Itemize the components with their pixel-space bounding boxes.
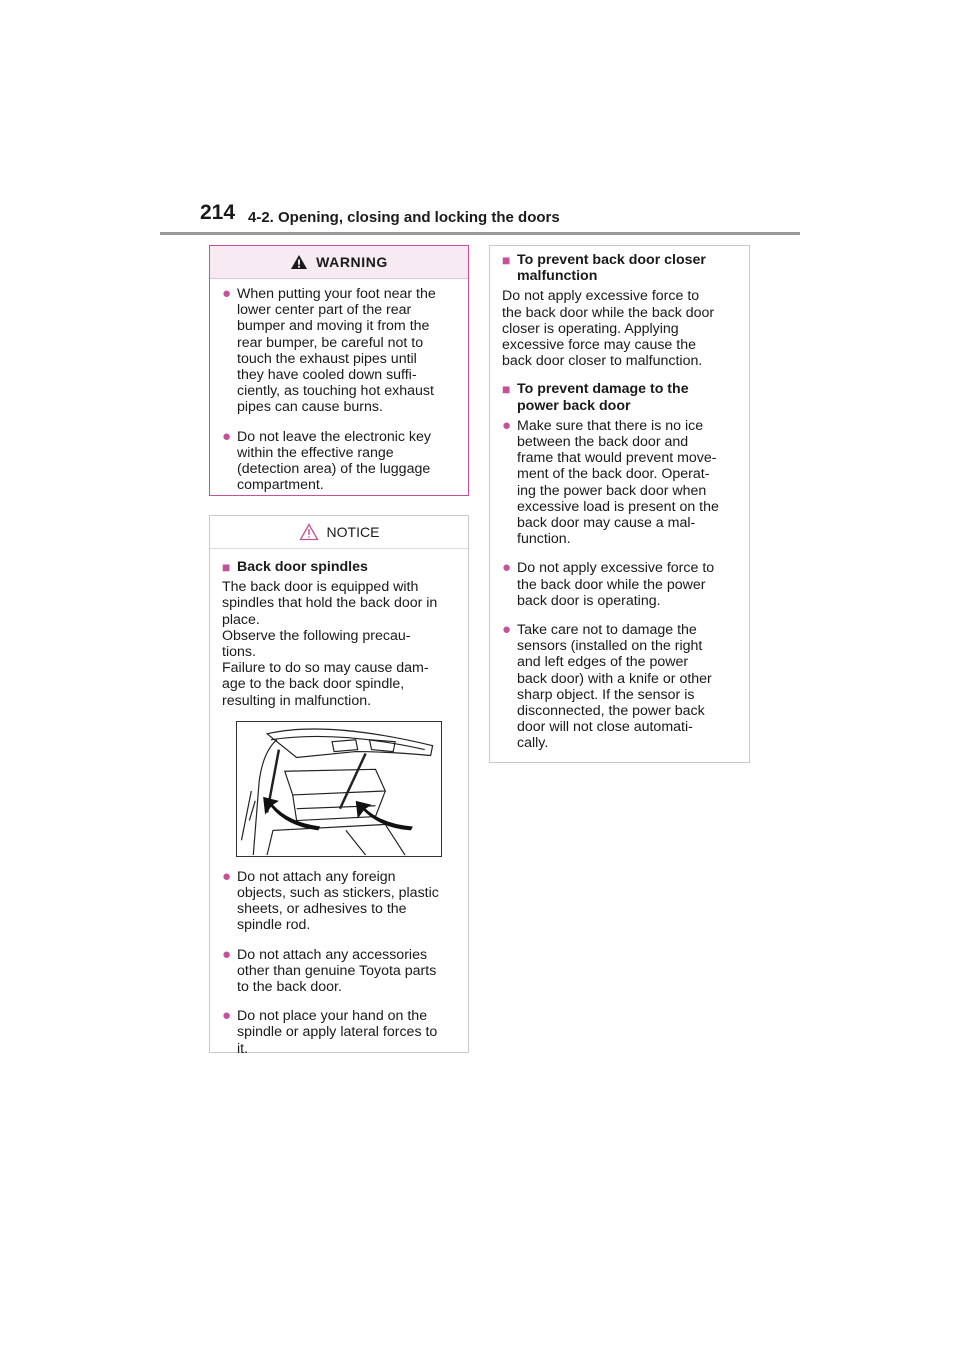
warning-box: WARNING ● When putting your foot near th… xyxy=(209,245,469,496)
caution-triangle-icon xyxy=(298,523,319,541)
back-door-spindle-illustration xyxy=(236,720,442,857)
square-bullet-icon: ■ xyxy=(222,559,231,575)
notice-box: NOTICE ■ Back door spindles The back doo… xyxy=(209,515,469,1057)
bullet-dot-icon: ● xyxy=(222,867,232,885)
square-bullet-icon: ■ xyxy=(502,381,511,398)
header-rule xyxy=(160,232,800,235)
bullet-dot-icon: ● xyxy=(222,1007,232,1025)
square-bullet-icon: ■ xyxy=(502,252,511,268)
bullet-dot-icon: ● xyxy=(502,621,512,639)
notice-heading: ■ Back door spindles xyxy=(222,559,368,575)
bullet-dot-icon: ● xyxy=(502,416,512,434)
notice-title: NOTICE xyxy=(326,524,380,540)
back-door-drawing xyxy=(240,728,434,856)
section-title: 4-2. Opening, closing and locking the do… xyxy=(248,209,560,226)
page-number: 214 xyxy=(200,201,236,224)
warning-triangle-icon xyxy=(291,255,308,269)
notice-header: NOTICE xyxy=(210,516,468,549)
warning-title: WARNING xyxy=(316,254,388,270)
bullet-dot-icon: ● xyxy=(222,945,232,963)
warning-header: WARNING xyxy=(210,246,468,279)
bullet-dot-icon: ● xyxy=(502,559,512,577)
bullet-dot-icon: ● xyxy=(222,285,232,302)
bullet-dot-icon: ● xyxy=(222,427,232,445)
